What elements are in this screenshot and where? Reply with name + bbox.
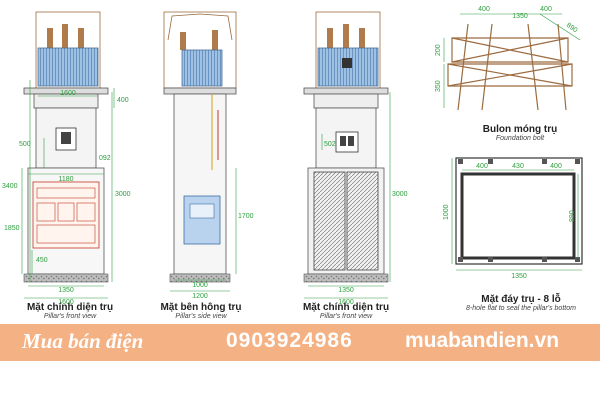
front-dim-1600-top: 1600 [60,90,76,97]
front-dim-092: 092 [99,155,111,162]
brand-banner: Mua bán điện 0903924986 muabandien.vn [0,324,600,361]
front2-view [303,11,389,283]
front2-caption: Mặt chính diện trụ Pillar's front view [290,302,402,320]
bottom-caption: Mặt đáy trụ - 8 lỗ 8-hole flat to seal t… [446,294,596,312]
bottom-dim-890: 890 [569,210,576,222]
bolt-view [447,23,573,111]
bolt-dim-400-left: 400 [478,6,490,13]
front-dim-1180: 1180 [58,176,73,183]
front-dim-1850: 1850 [4,225,20,232]
side-caption-en: Pillar's side view [175,313,227,320]
bolt-caption-vi: Bulon móng trụ [482,124,558,135]
front2-caption-en: Pillar's front view [319,313,373,320]
bolt-dim-400-right: 400 [540,6,552,13]
side-dim-1200: 1200 [192,293,208,300]
bottom-dim-1350: 1350 [511,273,527,280]
bolt-dim-1350: 1350 [512,13,528,20]
side-dim-1700: 1700 [238,213,254,220]
front-caption-en: Pillar's front view [43,313,97,320]
front-dim-500: 500 [19,141,31,148]
front2-caption-vi: Mặt chính diện trụ [302,302,390,313]
front-bushings [47,24,84,48]
front2-dim-1600: 1600 [338,299,354,306]
brand-phone: 0903924986 [226,329,353,352]
side-dim-1000: 1000 [192,282,208,289]
brand-website: muabandien.vn [405,329,560,352]
front-dim-1350: 1350 [58,287,74,294]
bolt-caption-en: Foundation bolt [495,135,545,142]
side-dim-lines [170,168,237,292]
front-caption-vi: Mặt chính diện trụ [26,302,114,313]
bottom-caption-vi: Mặt đáy trụ - 8 lỗ [481,294,561,305]
bolt-dim-200: 200 [435,44,442,56]
side-transformer [181,49,223,87]
bottom-view [455,157,583,265]
bottom-dim-430: 430 [512,163,524,170]
side-caption-vi: Mặt bên hông trụ [160,302,242,313]
bolt-dim-lines [443,13,581,108]
brand-name: Mua bán điện [22,329,144,353]
side-meter-box [183,195,221,245]
bolt-dim-890: 890 [565,22,579,34]
side-view [163,11,237,283]
bottom-holes [458,159,580,262]
side-base [169,273,231,283]
bolt-dim-350: 350 [435,80,442,92]
front-dim-1600-bottom: 1600 [58,299,74,306]
front-dim-lines [21,80,115,299]
front-breaker-panel [32,181,100,249]
bottom-dim-400-left: 400 [476,163,488,170]
front-dim-3400: 3400 [2,183,18,190]
front2-dim-502: 502 [324,141,336,148]
front2-dim-3000: 3000 [392,191,408,198]
bottom-dim-1000: 1000 [443,204,450,220]
front-dim-450: 450 [36,257,48,264]
bottom-caption-en: 8-hole flat to seal the pillar's bottom [466,305,576,312]
front-dim-3000: 3000 [115,191,131,198]
bottom-dim-lines [451,158,582,271]
front2-dim-1350: 1350 [338,287,354,294]
front-base [23,273,109,283]
front-transformer [37,47,99,87]
front2-door-left [313,171,346,271]
front-caption: Mặt chính diện trụ Pillar's front view [10,302,130,320]
front-view [23,11,109,283]
side-bushings [180,30,218,50]
bottom-dim-400-right: 400 [550,163,562,170]
bolt-caption: Bulon móng trụ Foundation bolt [460,124,580,142]
front2-door-right [346,171,379,271]
side-caption: Mặt bên hông trụ Pillar's side view [146,302,256,320]
front2-bushings [327,24,365,48]
front-dim-400: 400 [117,97,129,104]
front2-dim-lines [304,92,391,299]
